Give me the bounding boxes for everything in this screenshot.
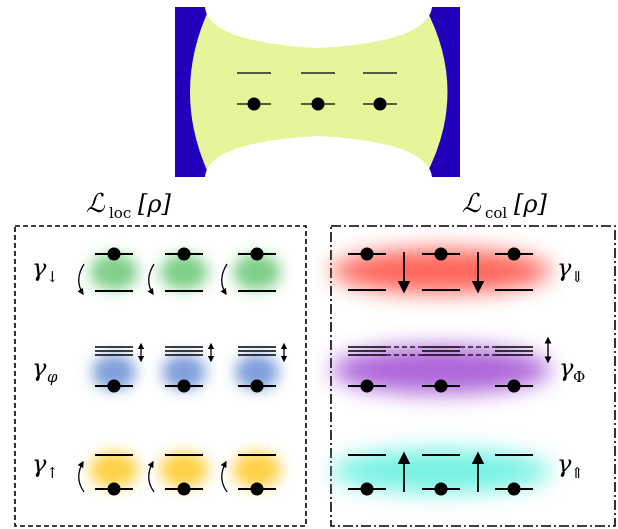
- gamma-glyph: γ: [559, 354, 574, 382]
- pump-glow: [90, 452, 138, 488]
- atoms: [95, 247, 533, 496]
- rate-subscript: ↓: [46, 268, 59, 286]
- decay-glow: [90, 254, 138, 290]
- two-level-atom-icon: [177, 379, 191, 393]
- two-level-atom-icon: [507, 379, 521, 393]
- curved-arrow-icon: [220, 460, 228, 493]
- rate-col-decay: γ ⇓: [557, 254, 584, 286]
- col-title: ℒ col [ρ]: [462, 189, 547, 222]
- two-level-atom-icon: [373, 97, 387, 111]
- two-level-atom-icon: [107, 247, 121, 261]
- mirror-cap-top: [205, 7, 432, 48]
- two-level-atom-icon: [507, 247, 521, 261]
- two-level-atom-icon: [247, 97, 261, 111]
- rate-loc-decay: γ ↓: [32, 254, 59, 286]
- curved-arrow-icon: [147, 263, 155, 296]
- two-level-atom-icon: [107, 482, 121, 496]
- two-level-atom-icon: [360, 247, 374, 261]
- local-panel-frame: [14, 225, 307, 527]
- curved-arrow-icon: [220, 263, 228, 296]
- curved-arrow-icon: [77, 263, 85, 296]
- rate-subscript: Φ: [573, 368, 585, 386]
- gamma-glyph: γ: [557, 450, 572, 478]
- two-level-atom-icon: [434, 379, 448, 393]
- curved-arrow-icon: [147, 460, 155, 493]
- two-level-atom-icon: [434, 247, 448, 261]
- rate-col-pump: γ ⇑: [557, 450, 584, 482]
- cavity-atoms: [237, 72, 397, 111]
- rate-col-dephase: γ Φ: [559, 354, 585, 386]
- rate-labels: γ ↓ γ φ γ ↑ γ ⇓ γ Φ γ ⇑: [32, 254, 585, 482]
- two-level-atom-icon: [360, 482, 374, 496]
- rate-subscript: ↑: [46, 464, 59, 482]
- col-title-sub: col: [485, 204, 507, 222]
- two-level-atom-icon: [311, 97, 325, 111]
- dephase-glow: [92, 354, 136, 390]
- dephase-glow: [162, 354, 206, 390]
- collective-pump-glow: [331, 449, 551, 493]
- collective-dephase-glow: [331, 346, 551, 394]
- cavity-mode: [190, 7, 448, 177]
- two-level-atom-icon: [177, 247, 191, 261]
- rate-subscript: ⇓: [571, 268, 584, 286]
- collective-decay-glow: [331, 249, 551, 293]
- two-level-atom-icon: [507, 482, 521, 496]
- gamma-glyph: γ: [32, 450, 47, 478]
- rate-subscript: φ: [47, 368, 58, 386]
- col-title-main: ℒ: [462, 189, 482, 219]
- two-level-atom-icon: [434, 482, 448, 496]
- curved-arrow-icon: [77, 460, 85, 493]
- gamma-glyph: γ: [32, 254, 47, 282]
- two-level-atom-icon: [250, 379, 264, 393]
- cavity: [175, 7, 460, 177]
- decay-glow: [233, 254, 281, 290]
- pump-glow: [160, 452, 208, 488]
- two-level-atom-icon: [250, 482, 264, 496]
- mirror-cap-bottom: [205, 136, 432, 177]
- loc-title-sub: loc: [109, 204, 131, 222]
- loc-title-arg: [ρ]: [138, 190, 171, 218]
- gamma-glyph: γ: [557, 254, 572, 282]
- two-level-atom-icon: [360, 379, 374, 393]
- two-level-atom-icon: [250, 247, 264, 261]
- rate-loc-dephase: γ φ: [32, 354, 58, 386]
- rate-loc-pump: γ ↑: [32, 450, 59, 482]
- dephase-glow: [235, 354, 279, 390]
- collective-panel-frame: [330, 225, 616, 527]
- loc-title: ℒ loc [ρ]: [86, 189, 171, 222]
- pump-glow: [233, 452, 281, 488]
- col-title-arg: [ρ]: [514, 190, 547, 218]
- two-level-atom-icon: [177, 482, 191, 496]
- gamma-glyph: γ: [32, 354, 47, 382]
- rate-subscript: ⇑: [571, 464, 584, 482]
- decay-glow: [160, 254, 208, 290]
- loc-title-main: ℒ: [86, 189, 106, 219]
- arrows: [77, 252, 552, 493]
- glows: [90, 249, 551, 493]
- two-level-atom-icon: [107, 379, 121, 393]
